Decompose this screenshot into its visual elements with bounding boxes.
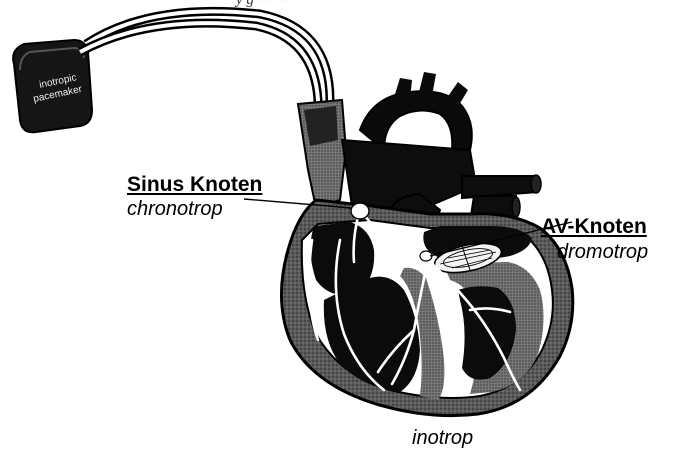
pacemaker-leads xyxy=(80,11,330,110)
pacemaker-device: inotropic pacemaker xyxy=(13,40,92,132)
superior-vessels xyxy=(298,100,346,208)
sinus-node-title: Sinus Knoten xyxy=(127,174,262,195)
inotrop-label: inotrop xyxy=(412,428,473,448)
sinus-node xyxy=(351,203,369,219)
av-node-subtitle: dromotrop xyxy=(557,242,648,262)
sinus-node-subtitle: chronotrop xyxy=(127,199,223,219)
av-node-title: AV-Knoten xyxy=(541,216,647,237)
